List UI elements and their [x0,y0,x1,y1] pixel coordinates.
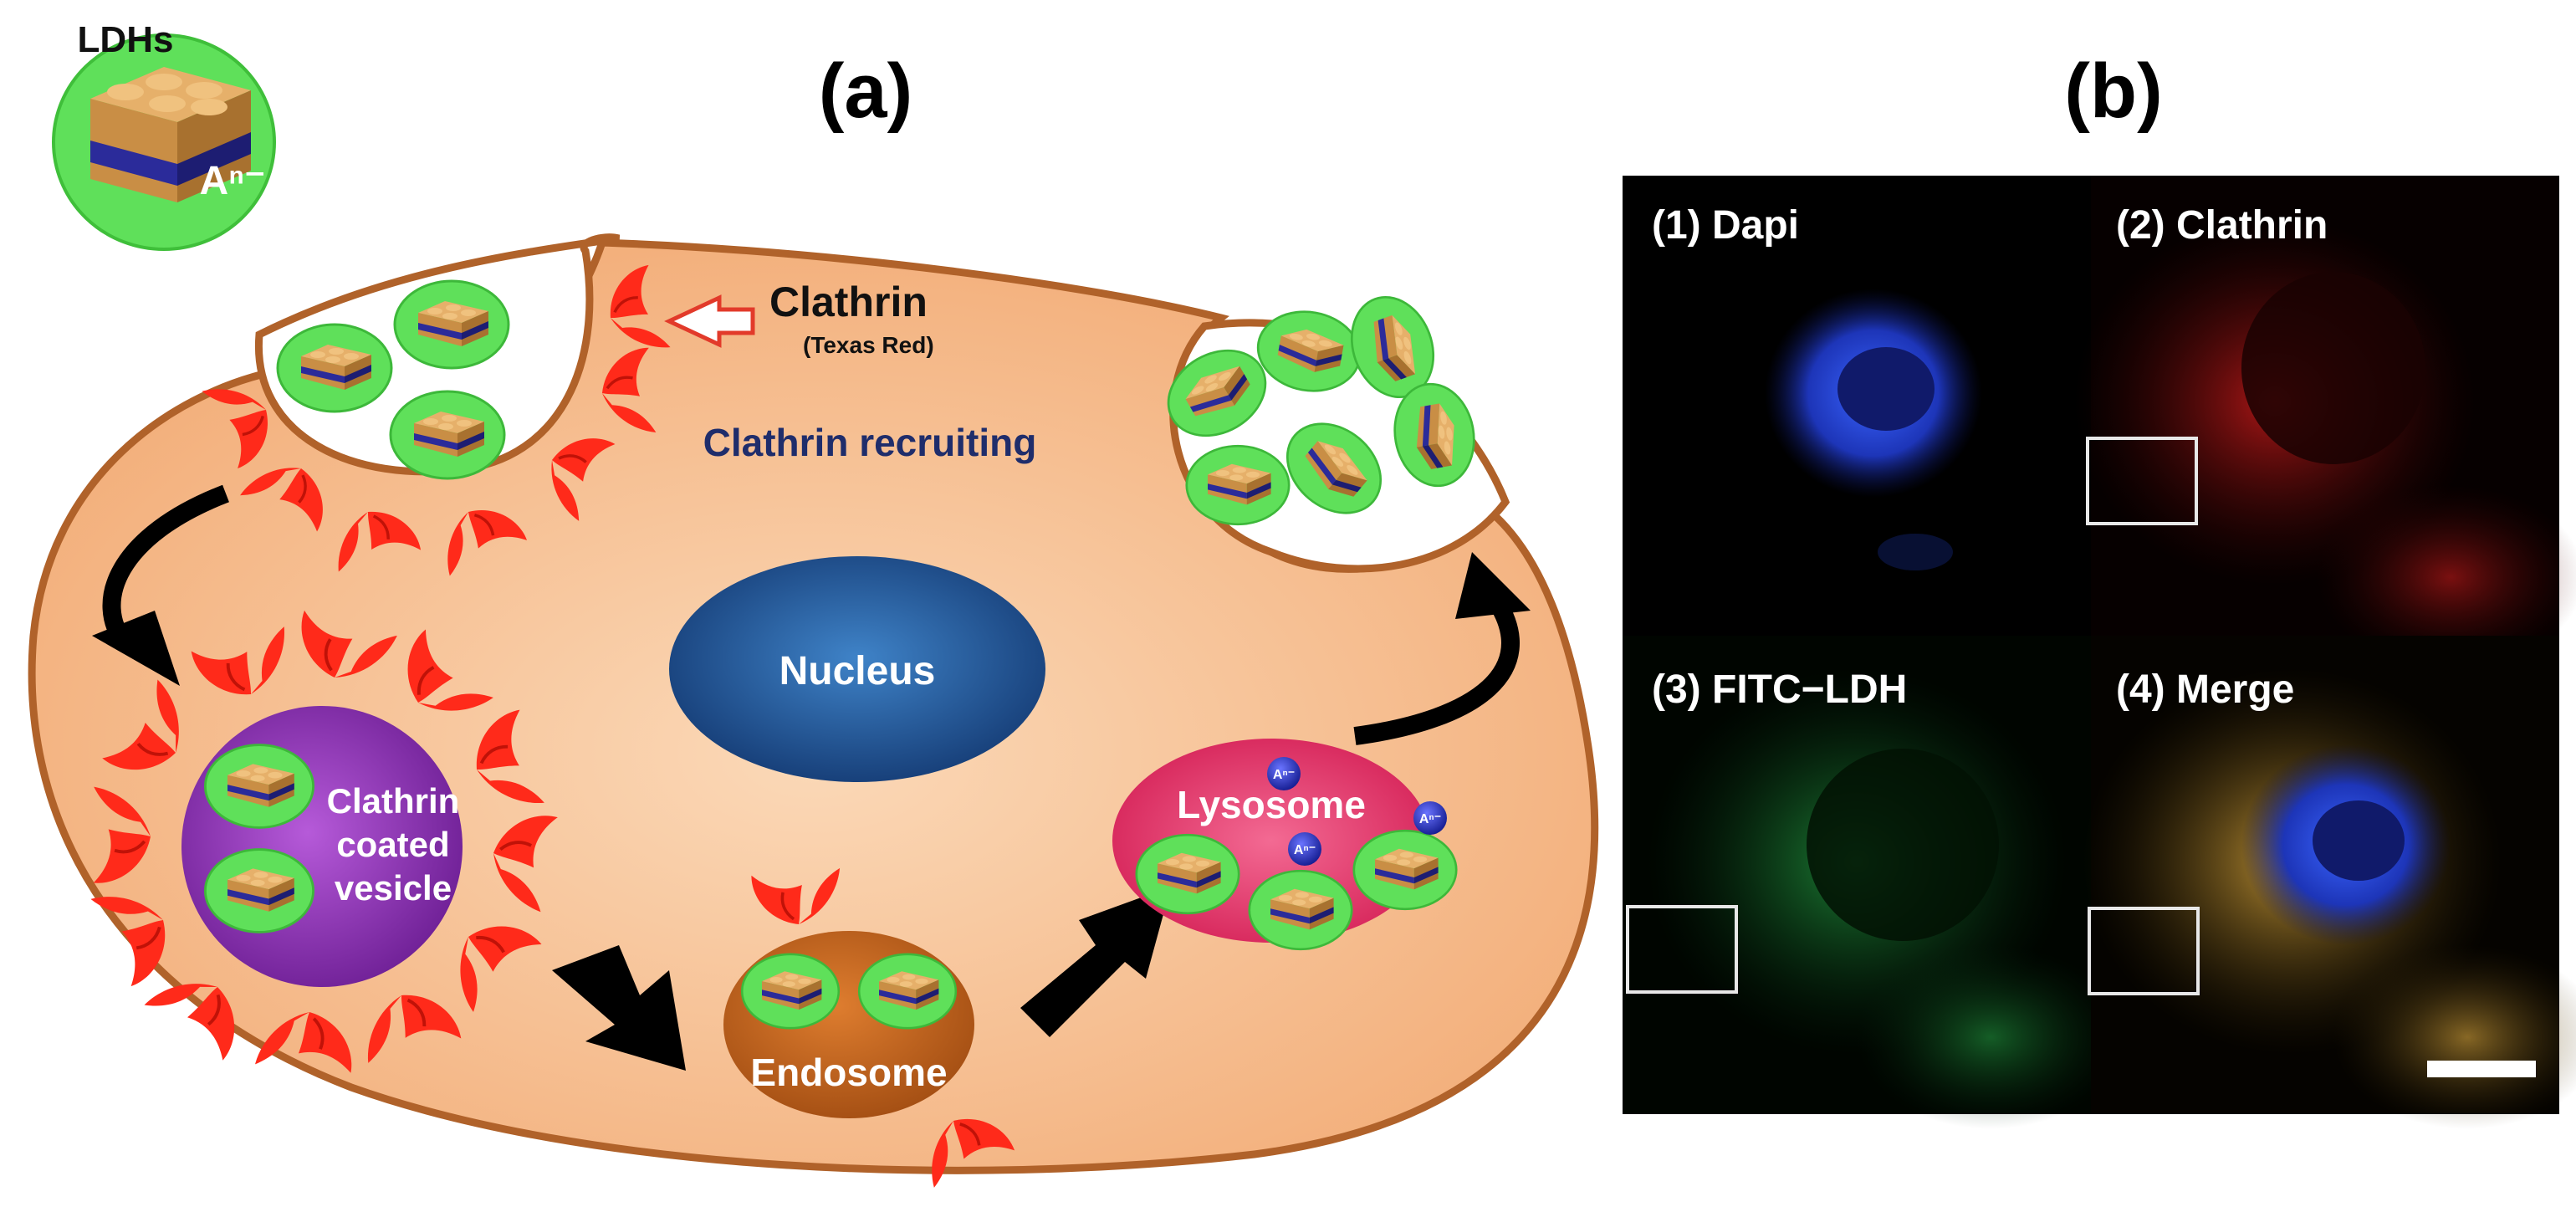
ldh-particle [393,279,510,370]
ldh-particle [1248,869,1353,951]
nucleus [669,556,1045,782]
clathrin-coated-vesicle: Clathrin coated vesicle [81,608,560,1075]
scale-bar [2427,1061,2536,1077]
micrograph-grid: (1) Dapi (2) Clathrin (3) FITC−LDH [1623,176,2576,1129]
micrograph-fitc-ldh: (3) FITC−LDH [1623,636,2124,1129]
lysosome: Lysosome Aⁿ⁻ Aⁿ⁻ Aⁿ⁻ [1112,739,1458,951]
ldh-legend-anion: Aⁿ⁻ [199,159,265,203]
clathrin-callout: Clathrin (Texas Red) [664,279,934,358]
arrow-endosome-to-lysosome [1020,887,1171,1037]
micrograph-label: (1) Dapi [1652,203,1799,248]
clathrin-recruiting-label: Clathrin recruiting [703,421,1037,464]
vesicle-label-line3: vesicle [335,868,452,908]
anion-bead: Aⁿ⁻ [1413,801,1447,835]
ldh-particle [1185,444,1291,526]
ldh-particle [203,848,315,933]
svg-text:Aⁿ⁻: Aⁿ⁻ [1294,843,1316,857]
ldh-particle [1352,829,1458,911]
ldh-particle [857,953,958,1030]
roi-box [1626,905,1738,994]
endosome-label: Endosome [750,1051,947,1094]
vesicle-label-line2: coated [336,825,449,864]
svg-text:Aⁿ⁻: Aⁿ⁻ [1419,812,1441,826]
roi-box [2086,437,2198,525]
anion-bead: Aⁿ⁻ [1267,757,1301,790]
vesicle-label-line1: Clathrin [327,781,460,821]
ldh-particle [203,744,315,829]
nucleus-label: Nucleus [779,649,936,693]
micrograph-label: (4) Merge [2116,667,2294,712]
micrograph-clathrin: (2) Clathrin [2074,176,2576,669]
svg-text:Aⁿ⁻: Aⁿ⁻ [1273,768,1295,782]
ldh-particle [276,323,393,413]
roi-box [2088,907,2200,995]
ldh-particle [740,953,841,1030]
panel-a-label: (a) [819,49,912,134]
ldh-legend: LDHs Aⁿ⁻ [52,19,276,251]
micrograph-label: (2) Clathrin [2116,203,2328,248]
endosome: Endosome [723,858,1017,1196]
lysosome-label: Lysosome [1177,783,1366,826]
micrograph-dapi: (1) Dapi [1623,176,2091,636]
arrow-vesicle-to-endosome [552,945,686,1071]
ldh-particle [389,390,506,480]
ldh-particle [1135,833,1240,915]
anion-bead: Aⁿ⁻ [1288,832,1321,866]
clathrin-label: Clathrin [769,279,928,325]
micrograph-label: (3) FITC−LDH [1652,667,1907,712]
panel-b-label: (b) [2064,49,2162,134]
texas-red-label: (Texas Red) [803,332,934,358]
ldh-legend-title: LDHs [78,19,174,60]
micrograph-merge: (4) Merge [2083,636,2576,1129]
arrow-lysosome-to-exocytosis [1353,597,1520,745]
